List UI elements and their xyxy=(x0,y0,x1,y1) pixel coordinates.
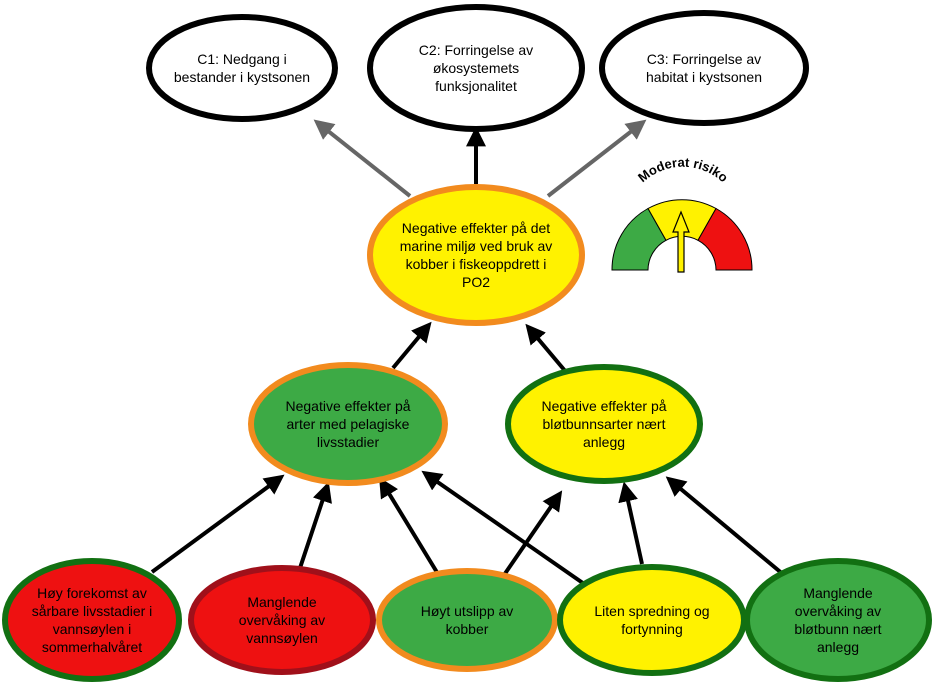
arrow-main-to-c3 xyxy=(546,119,647,198)
gauge-segment-red xyxy=(697,207,753,271)
c3-ellipse xyxy=(599,10,809,126)
b4-ellipse xyxy=(557,564,747,676)
b1-ellipse xyxy=(2,558,182,682)
arrow-b5-to-soft xyxy=(665,476,792,582)
c1-ellipse xyxy=(146,14,338,122)
arrow-b2-to-pelagic xyxy=(298,481,332,569)
c2-ellipse xyxy=(367,4,585,132)
soft-ellipse xyxy=(505,364,703,484)
b3-ellipse xyxy=(376,568,558,672)
pelagic-ellipse xyxy=(248,362,448,486)
arrow-pelagic-to-main xyxy=(391,321,432,370)
arrow-main-to-c1 xyxy=(313,119,412,198)
connector-arrows xyxy=(150,119,792,590)
b5-ellipse xyxy=(744,558,932,682)
b2-ellipse xyxy=(188,565,376,675)
arrow-soft-to-main xyxy=(525,323,568,374)
main-ellipse xyxy=(367,184,585,326)
gauge-label: Moderat risiko xyxy=(635,155,731,186)
risk-gauge: Moderat risiko xyxy=(611,155,753,273)
arrow-b4-to-pelagic xyxy=(421,470,592,590)
arrow-b1-to-pelagic xyxy=(150,474,285,574)
arrow-b3-to-soft xyxy=(500,490,563,580)
gauge-needle-arrow-icon xyxy=(672,210,690,273)
arrow-b4-to-soft xyxy=(618,481,644,565)
arrow-b3-to-pelagic xyxy=(379,477,440,576)
